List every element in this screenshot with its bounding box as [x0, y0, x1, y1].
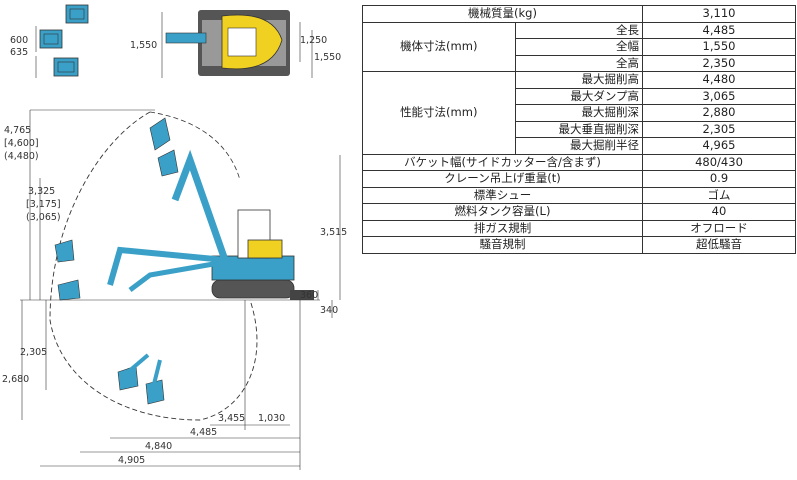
spec-row-max-dig-height: 性能寸法(mm) 最大掘削高 4,480: [362, 71, 796, 155]
spec-value-emission: オフロード: [642, 219, 796, 237]
dim-4485: 4,485: [190, 427, 217, 438]
spec-row-width: 全幅 1,550: [363, 38, 796, 56]
bucket-positions: [54, 117, 179, 405]
spec-row-bucket-width: バケット幅(サイドカッター含/含まず) 480/430: [362, 153, 796, 171]
spec-value-weight: 3,110: [642, 5, 796, 23]
dim-4840: 4,840: [145, 441, 172, 452]
spec-value-max-vertical-dig-depth: 2,305: [642, 120, 796, 138]
dim-max-dig-height-alt2: (4,480): [4, 151, 39, 162]
dim-max-dig-height-alt1: [4,600]: [4, 138, 39, 149]
spec-label-fuel-tank: 燃料タンク容量(L): [362, 203, 643, 221]
spec-value-fuel-tank: 40: [642, 203, 796, 221]
spec-value-standard-shoe: ゴム: [642, 186, 796, 204]
dim-max-dig-height: 4,765: [4, 125, 31, 136]
side-view-machine: [107, 149, 314, 300]
spec-row-max-dig-depth: 最大掘削深 2,880: [363, 104, 796, 122]
spec-value-max-dump-height: 3,065: [642, 87, 796, 105]
bucket-icon-middle: [39, 29, 63, 49]
spec-row-max-dump-height: 最大ダンプ高 3,065: [363, 87, 796, 105]
spec-label-width: 全幅: [514, 38, 644, 56]
spec-label-standard-shoe: 標準シュー: [362, 186, 643, 204]
bucket-width-635: 635: [10, 47, 28, 58]
dim-4905: 4,905: [118, 455, 145, 466]
spec-value-max-dig-height: 4,480: [642, 71, 796, 89]
spec-label-weight: 機械質量(kg): [362, 5, 643, 23]
dim-1030: 1,030: [258, 413, 285, 424]
spec-row-standard-shoe: 標準シュー ゴム: [362, 186, 796, 204]
dim-max-dump-height-alt1: [3,175]: [26, 199, 61, 210]
spec-label-noise: 騒音規制: [362, 236, 643, 254]
top-view-right-lower: 1,550: [314, 52, 341, 63]
top-view-machine: [165, 10, 290, 76]
dim-max-dump-height-alt2: (3,065): [26, 212, 61, 223]
dim-blade-height: 360: [300, 290, 318, 301]
spec-value-crane-load: 0.9: [642, 170, 796, 188]
spec-label-max-dump-height: 最大ダンプ高: [514, 87, 644, 105]
spec-row-length: 機体寸法(mm) 全長 4,485: [362, 21, 796, 72]
top-view-right-upper: 1,250: [300, 35, 327, 46]
bucket-icon-bottom: [53, 57, 79, 77]
dim-3455: 3,455: [218, 413, 245, 424]
excavator-dimension-diagram: 600 635 1,550 1,250 1,550: [2, 4, 347, 470]
spec-label-max-vertical-dig-depth: 最大垂直掘削深: [514, 120, 644, 138]
spec-value-width: 1,550: [642, 38, 796, 56]
spec-label-bucket-width: バケット幅(サイドカッター含/含まず): [362, 153, 643, 171]
dim-max-dig-depth: 2,680: [2, 374, 29, 385]
dim-blade-depth: 340: [320, 305, 338, 316]
spec-value-height: 2,350: [642, 54, 796, 72]
spec-table: 機械質量(kg) 3,110 機体寸法(mm) 全長 4,485 全幅 1,55…: [362, 5, 796, 254]
spec-label-max-dig-depth: 最大掘削深: [514, 104, 644, 122]
bucket-width-600: 600: [10, 35, 28, 46]
spec-value-max-dig-depth: 2,880: [642, 104, 796, 122]
spec-label-height: 全高: [514, 54, 644, 72]
spec-row-weight: 機械質量(kg) 3,110: [362, 5, 796, 23]
bucket-icon-top: [65, 4, 89, 24]
dim-vertical-dig-depth: 2,305: [20, 347, 47, 358]
spec-row-fuel-tank: 燃料タンク容量(L) 40: [362, 203, 796, 221]
spec-label-max-dig-height: 最大掘削高: [514, 71, 644, 89]
spec-label-max-dig-radius: 最大掘削半径: [514, 137, 644, 155]
spec-value-bucket-width: 480/430: [642, 153, 796, 171]
top-view-width: 1,550: [130, 40, 157, 51]
spec-row-height: 全高 2,350: [363, 54, 796, 72]
dim-overall-height: 3,515: [320, 227, 347, 238]
spec-value-max-dig-radius: 4,965: [642, 137, 796, 155]
spec-row-noise: 騒音規制 超低騒音: [362, 236, 796, 254]
spec-label-length: 全長: [514, 21, 644, 39]
spec-label-crane-load: クレーン吊上げ重量(t): [362, 170, 643, 188]
spec-value-noise: 超低騒音: [642, 236, 796, 254]
spec-row-crane-load: クレーン吊上げ重量(t) 0.9: [362, 170, 796, 188]
spec-group-body-dimensions: 機体寸法(mm): [362, 21, 516, 72]
spec-label-emission: 排ガス規制: [362, 219, 643, 237]
spec-value-length: 4,485: [642, 21, 796, 39]
spec-group-performance: 性能寸法(mm): [362, 71, 516, 155]
spec-row-emission: 排ガス規制 オフロード: [362, 219, 796, 237]
dim-max-dump-height: 3,325: [28, 186, 55, 197]
